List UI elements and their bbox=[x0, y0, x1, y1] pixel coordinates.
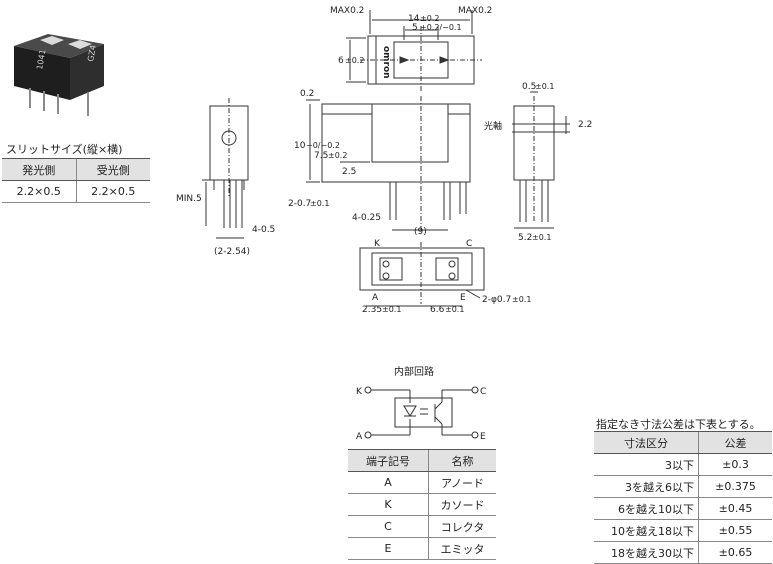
bottom-spacing: 6.6 bbox=[430, 305, 445, 315]
circuit-e: E bbox=[480, 432, 486, 442]
tolerance-value: ±0.45 bbox=[698, 497, 772, 520]
front-mount: 2-0.7 bbox=[288, 199, 311, 209]
tolerance-header-range: 寸法区分 bbox=[594, 431, 699, 454]
table-row: 10を越え18以下 ±0.55 bbox=[594, 519, 772, 542]
terminal-header-name: 名称 bbox=[428, 449, 496, 472]
slit-receiver-value: 2.2×0.5 bbox=[75, 180, 150, 203]
table-row: K カソード bbox=[348, 493, 496, 516]
bottom-terminal-k: K bbox=[374, 239, 381, 249]
tolerance-table: 寸法区分 公差 3以下 ±0.3 3を越え6以下 ±0.375 6を越え10以下… bbox=[594, 431, 772, 564]
tolerance-value: ±0.3 bbox=[698, 453, 772, 476]
bottom-view bbox=[359, 242, 485, 307]
front-top-offset: 0.2 bbox=[300, 89, 314, 99]
tolerance-caption: 指定なき寸法公差は下表とする。 bbox=[596, 418, 761, 431]
right-side-view bbox=[512, 91, 570, 229]
slit-header-receiver: 受光側 bbox=[75, 158, 150, 181]
terminal-name: アノード bbox=[428, 471, 496, 494]
front-height: 10 bbox=[294, 141, 306, 151]
terminal-name: エミッタ bbox=[428, 537, 496, 560]
front-height-tol: −0/−0.2 bbox=[306, 141, 340, 150]
product-mark-1: 1041 bbox=[35, 49, 47, 71]
tolerance-range: 10を越え18以下 bbox=[594, 519, 699, 542]
tolerance-value: ±0.65 bbox=[698, 541, 772, 564]
table-row: 6を越え10以下 ±0.45 bbox=[594, 497, 772, 520]
internal-circuit bbox=[364, 386, 479, 439]
terminal-symbol: C bbox=[348, 515, 429, 538]
terminal-table: 端子記号 名称 A アノード K カソード C コレクタ E エミッタ bbox=[348, 449, 496, 560]
top-width: 14 bbox=[408, 14, 420, 24]
product-mark-2: GZ4 bbox=[86, 44, 98, 62]
table-row: A アノード bbox=[348, 471, 496, 494]
bottom-hole-tol: ±0.1 bbox=[512, 295, 531, 304]
top-max-right: MAX0.2 bbox=[458, 6, 492, 16]
top-view bbox=[346, 10, 482, 92]
terminal-name: コレクタ bbox=[428, 515, 496, 538]
table-row: E エミッタ bbox=[348, 537, 496, 560]
terminal-symbol: A bbox=[348, 471, 429, 494]
right-axis-height: 2.2 bbox=[578, 120, 592, 130]
bottom-spacing-tol: ±0.1 bbox=[445, 305, 464, 314]
bottom-offset: 2.35 bbox=[362, 305, 382, 315]
slit-emitter-value: 2.2×0.5 bbox=[2, 180, 76, 203]
tolerance-range: 6を越え10以下 bbox=[594, 497, 699, 520]
terminal-name: カソード bbox=[428, 493, 496, 516]
table-row: 3を越え6以下 ±0.375 bbox=[594, 475, 772, 498]
top-pitch-tol: +0.2/−0.1 bbox=[420, 23, 462, 32]
front-slit-height: 7.5 bbox=[314, 151, 328, 161]
right-top-width: 0.5 bbox=[522, 82, 536, 92]
bottom-hole: 2-φ0.7 bbox=[482, 295, 511, 305]
top-width-tol: ±0.2 bbox=[420, 14, 439, 23]
left-pin-width: 4-0.5 bbox=[252, 225, 275, 235]
circuit-k: K bbox=[356, 387, 363, 397]
right-top-width-tol: ±0.1 bbox=[535, 82, 554, 91]
product-photo: 1041 GZ4 bbox=[14, 34, 104, 116]
front-slit-width: 2.5 bbox=[342, 167, 356, 177]
right-axis-label: 光軸 bbox=[484, 120, 502, 132]
top-pitch: 5 bbox=[412, 23, 418, 33]
tolerance-range: 3を越え6以下 bbox=[594, 475, 699, 498]
tolerance-value: ±0.375 bbox=[698, 475, 772, 498]
circuit-title: 内部回路 bbox=[394, 367, 434, 378]
left-lead-min: MIN.5 bbox=[176, 194, 202, 204]
front-view bbox=[306, 96, 471, 234]
table-row: C コレクタ bbox=[348, 515, 496, 538]
table-row: 18を越え30以下 ±0.65 bbox=[594, 541, 772, 564]
front-mount-tol: ±0.1 bbox=[310, 199, 329, 208]
table-row: 2.2×0.5 2.2×0.5 bbox=[2, 180, 150, 203]
tolerance-range: 3以下 bbox=[594, 453, 699, 476]
tolerance-range: 18を越え30以下 bbox=[594, 541, 699, 564]
terminal-header-symbol: 端子記号 bbox=[348, 449, 429, 472]
slit-caption: スリットサイズ(縦×横) bbox=[6, 143, 123, 156]
bottom-offset-tol: ±0.1 bbox=[382, 305, 401, 314]
circuit-a: A bbox=[356, 432, 363, 442]
slit-table: 発光側 受光側 2.2×0.5 2.2×0.5 bbox=[2, 158, 150, 203]
front-pin-span: (9) bbox=[414, 227, 427, 237]
top-max-left: MAX0.2 bbox=[330, 6, 364, 16]
front-pins: 4-0.25 bbox=[352, 213, 381, 223]
top-depth-tol: ±0.2 bbox=[345, 56, 364, 65]
front-slit-height-tol: ±0.2 bbox=[328, 151, 347, 160]
left-side-view bbox=[202, 98, 249, 239]
bottom-terminal-c: C bbox=[466, 239, 472, 249]
tolerance-value: ±0.55 bbox=[698, 519, 772, 542]
bottom-terminal-e: E bbox=[460, 293, 466, 303]
slit-header-emitter: 発光側 bbox=[2, 158, 76, 181]
circuit-c: C bbox=[480, 387, 486, 397]
right-body-width: 5.2 bbox=[518, 233, 532, 243]
terminal-symbol: K bbox=[348, 493, 429, 516]
top-depth: 6 bbox=[338, 56, 344, 66]
table-row: 3以下 ±0.3 bbox=[594, 453, 772, 476]
right-body-width-tol: ±0.1 bbox=[532, 233, 551, 242]
tolerance-header-value: 公差 bbox=[698, 431, 772, 454]
top-brand: omron bbox=[381, 46, 391, 79]
terminal-symbol: E bbox=[348, 537, 429, 560]
left-pin-pitch: (2-2.54) bbox=[214, 247, 250, 257]
bottom-terminal-a: A bbox=[372, 293, 379, 303]
